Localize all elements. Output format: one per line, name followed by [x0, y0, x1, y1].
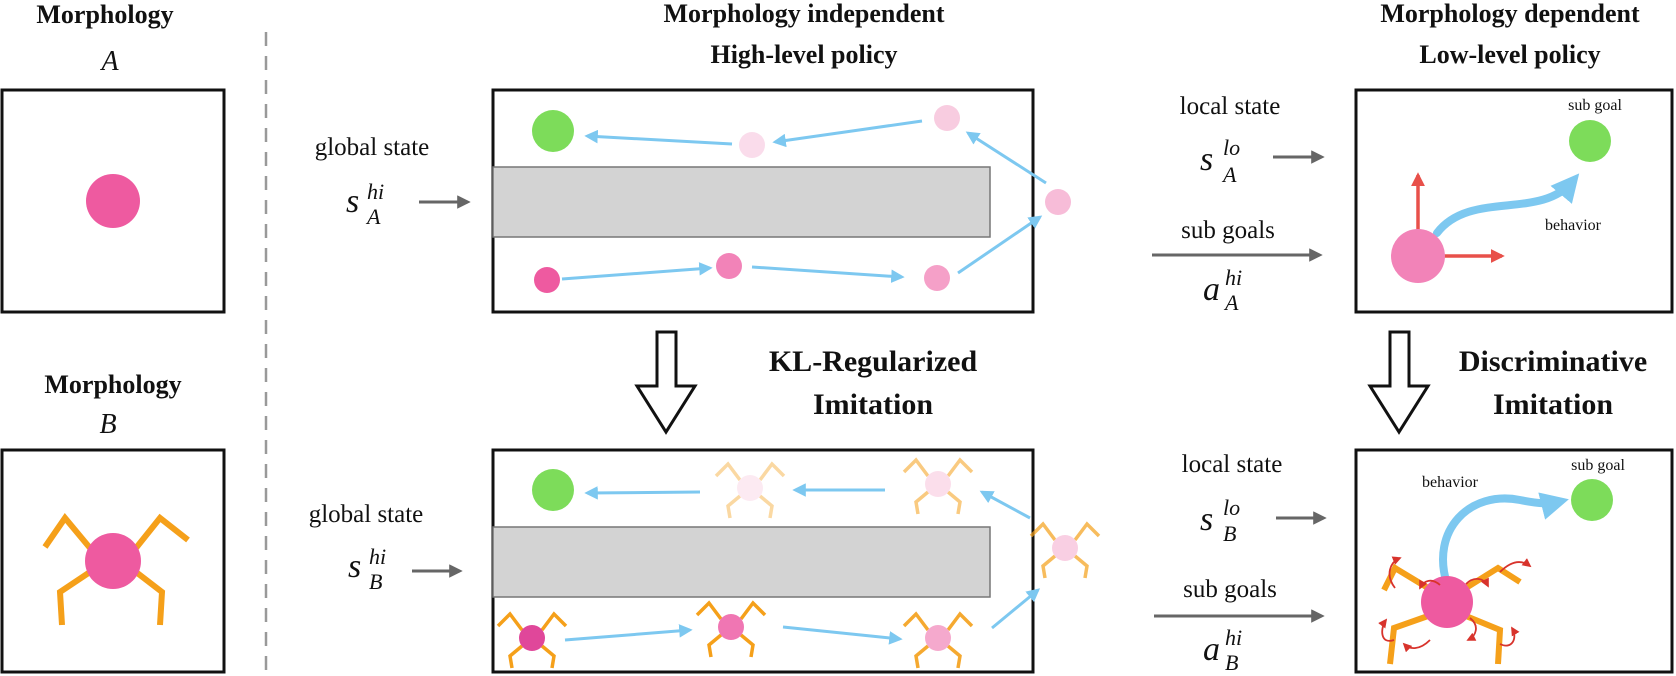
svg-text:B: B [369, 569, 382, 594]
sub-goal-b [1571, 479, 1613, 521]
sub-goal-label-b: sub goal [1571, 457, 1625, 474]
kl-label-line1: KL-Regularized [769, 345, 978, 378]
morphology-b-ant [42, 513, 190, 626]
high-level-title-line1: Morphology independent [664, 0, 945, 28]
global-state-b-symbol: s hi B [348, 544, 386, 594]
sub-goal-a [1569, 120, 1611, 162]
svg-text:s: s [348, 548, 361, 585]
agent-a-pos2 [716, 253, 742, 279]
svg-text:hi: hi [1225, 265, 1242, 290]
local-state-a-label: local state [1180, 93, 1281, 120]
wall-a [492, 166, 991, 238]
behavior-curve-a [1433, 173, 1580, 237]
svg-text:a: a [1203, 631, 1220, 668]
ant-b-pos1 [496, 611, 568, 669]
goal-a [532, 110, 574, 152]
ant-b-pos2 [695, 600, 767, 658]
sub-goals-b-label: sub goals [1183, 576, 1277, 603]
joint-torque-arrows-b [1378, 556, 1532, 653]
local-state-a-symbol: s lo A [1200, 135, 1240, 187]
low-level-ball-a [1391, 229, 1445, 283]
global-state-a-symbol: s hi A [346, 179, 384, 229]
local-state-b-symbol: s lo B [1200, 495, 1240, 546]
ant-b-pos6 [714, 461, 786, 519]
trajectory-b [564, 483, 1041, 645]
morphology-a-variable: A [99, 46, 119, 77]
local-state-b-label: local state [1182, 451, 1283, 478]
sub-goals-a-label: sub goals [1181, 217, 1275, 244]
sub-goal-label-a: sub goal [1568, 97, 1622, 114]
svg-text:a: a [1203, 271, 1220, 308]
global-state-a-label: global state [315, 134, 430, 161]
agent-a-pos4 [1045, 189, 1071, 215]
kl-transfer-arrow [634, 330, 698, 435]
disc-label-line1: Discriminative [1459, 345, 1647, 378]
behavior-label-a: behavior [1545, 217, 1602, 234]
kl-label-line2: Imitation [813, 388, 933, 421]
svg-text:s: s [346, 183, 359, 220]
morphology-a-title: Morphology [36, 0, 173, 29]
wall-b [492, 526, 991, 598]
morphology-a-ball [86, 174, 140, 228]
ant-b-pos3 [902, 611, 974, 669]
sub-goals-a-symbol: a hi A [1203, 265, 1242, 315]
trajectory-a [561, 119, 1047, 284]
svg-text:A: A [1223, 290, 1239, 315]
svg-text:hi: hi [367, 179, 384, 204]
agent-a-pos6 [739, 132, 765, 158]
disc-transfer-arrow [1367, 330, 1431, 435]
svg-text:s: s [1200, 501, 1213, 538]
svg-text:A: A [1221, 162, 1237, 187]
behavior-curve-b [1439, 492, 1569, 588]
svg-text:B: B [1223, 521, 1236, 546]
ant-b-pos5 [902, 457, 974, 515]
svg-text:A: A [365, 204, 381, 229]
svg-text:hi: hi [369, 544, 386, 569]
low-level-ant-b [1381, 563, 1522, 665]
goal-b [532, 469, 574, 511]
agent-a-pos5 [934, 105, 960, 131]
low-level-title-line1: Morphology dependent [1380, 0, 1640, 28]
morphology-b-title: Morphology [44, 370, 181, 399]
behavior-label-b: behavior [1422, 474, 1479, 491]
svg-text:s: s [1200, 141, 1213, 178]
sub-goals-b-symbol: a hi B [1203, 625, 1242, 675]
global-state-b-label: global state [309, 501, 424, 528]
svg-text:hi: hi [1225, 625, 1242, 650]
svg-text:lo: lo [1223, 135, 1240, 160]
svg-text:lo: lo [1223, 495, 1240, 520]
disc-label-line2: Imitation [1493, 388, 1613, 421]
high-level-title-line2: High-level policy [710, 40, 897, 69]
svg-text:B: B [1225, 650, 1238, 675]
morphology-b-variable: B [99, 409, 116, 440]
agent-a-pos1 [534, 267, 560, 293]
low-level-title-line2: Low-level policy [1419, 40, 1600, 69]
ant-b-pos4 [1029, 521, 1101, 579]
agent-a-pos3 [924, 265, 950, 291]
